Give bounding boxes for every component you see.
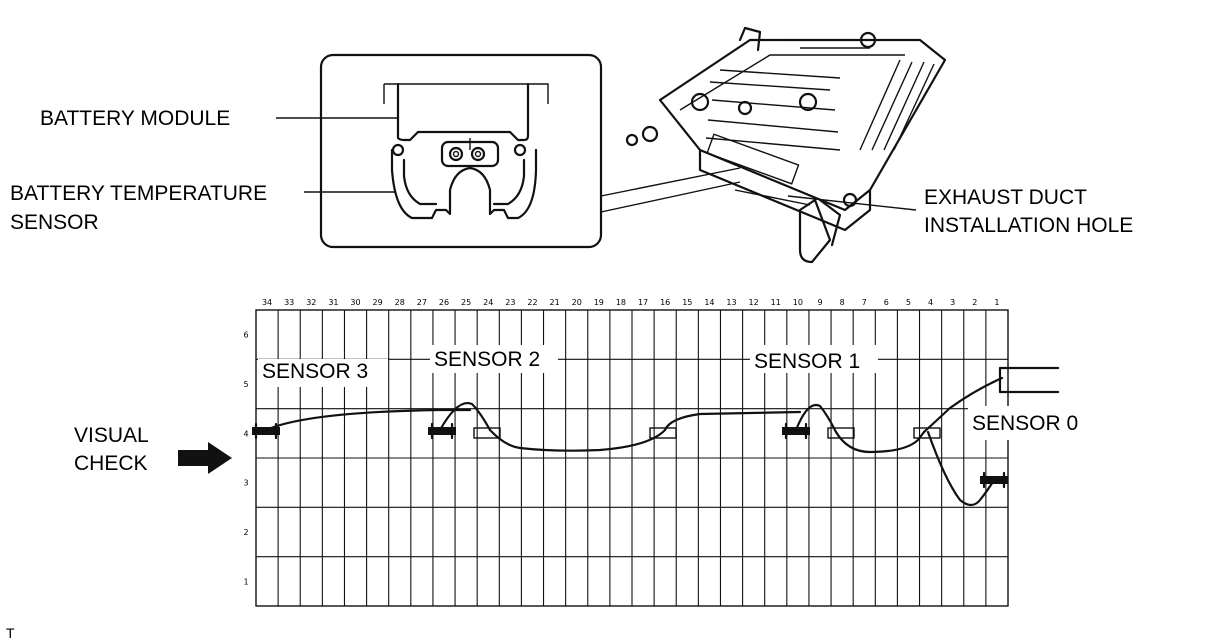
- sensor-1-clip: [782, 422, 810, 440]
- sensor-1-label: SENSOR 1: [754, 350, 860, 373]
- grid-row-label: 2: [243, 528, 248, 537]
- grid-column-label: 9: [817, 298, 822, 307]
- grid-column-label: 28: [395, 298, 405, 307]
- grid-column-label: 6: [884, 298, 889, 307]
- spacer-clip: [649, 427, 677, 439]
- sensor-clips: [252, 422, 1008, 489]
- grid-row-label: 4: [243, 429, 248, 438]
- exhaust-duct-label-line1: EXHAUST DUCT: [924, 186, 1087, 209]
- grid-column-label: 13: [726, 298, 736, 307]
- grid-column-label: 10: [793, 298, 803, 307]
- exhaust-duct-label-line2: INSTALLATION HOLE: [924, 214, 1133, 237]
- grid-column-label: 3: [950, 298, 955, 307]
- grid-column-label: 25: [461, 298, 471, 307]
- sensor-grid: [255, 309, 1009, 607]
- grid-column-label: 32: [306, 298, 316, 307]
- grid-column-label: 20: [572, 298, 582, 307]
- sensor-3-label: SENSOR 3: [262, 360, 368, 383]
- top-labels: BATTERY MODULE BATTERY TEMPERATURE SENSO…: [10, 107, 1133, 237]
- battery-module-label: BATTERY MODULE: [40, 107, 230, 130]
- sensor-wire: [260, 366, 1060, 507]
- grid-column-label: 22: [527, 298, 537, 307]
- grid-column-label: 19: [594, 298, 604, 307]
- grid-column-label: 4: [928, 298, 933, 307]
- arrow-right-icon: [178, 442, 232, 474]
- grid-column-label: 27: [417, 298, 427, 307]
- spacer-clip: [827, 427, 855, 439]
- sensor-labels: SENSOR 3 SENSOR 2 SENSOR 1 SENSOR 0: [262, 348, 1078, 435]
- temperature-sensor-label-line2: SENSOR: [10, 211, 99, 234]
- visual-check-label-line2: CHECK: [74, 452, 148, 475]
- grid-column-label: 1: [994, 298, 999, 307]
- grid-column-label: 11: [771, 298, 781, 307]
- detail-inset: [319, 53, 603, 249]
- spacer-clip: [473, 427, 501, 439]
- grid-row-label: 6: [243, 331, 248, 340]
- temperature-sensor-shape: [390, 148, 538, 220]
- grid-row-label: 5: [243, 380, 248, 389]
- grid-column-label: 33: [284, 298, 294, 307]
- sensor-0-clip: [980, 471, 1008, 489]
- grid-column-label: 29: [373, 298, 383, 307]
- grid-column-label: 7: [862, 298, 867, 307]
- grid-column-label: 15: [682, 298, 692, 307]
- inset-callout: [600, 167, 741, 213]
- grid-column-label: 30: [350, 298, 360, 307]
- sensor-2-clip: [428, 422, 456, 440]
- grid-row-label: 3: [243, 479, 248, 488]
- grid-row-label: 1: [243, 577, 248, 586]
- temperature-sensor-label-line1: BATTERY TEMPERATURE: [10, 182, 267, 205]
- grid-column-label: 34: [262, 298, 272, 307]
- grid-column-label: 31: [328, 298, 338, 307]
- corner-mark: T: [6, 625, 15, 641]
- grid-column-label: 21: [549, 298, 559, 307]
- grid-column-label: 2: [972, 298, 977, 307]
- sensor-3-clip: [252, 422, 280, 440]
- grid-column-label: 12: [749, 298, 759, 307]
- visual-check: VISUAL CHECK: [74, 424, 232, 475]
- sensor-0-label: SENSOR 0: [972, 412, 1078, 435]
- grid-column-label: 18: [616, 298, 626, 307]
- grid-column-label: 14: [704, 298, 714, 307]
- grid-row-labels: 6 5 4 3 2 1: [243, 331, 248, 587]
- sensor-2-label: SENSOR 2: [434, 348, 540, 371]
- grid-column-label: 24: [483, 298, 493, 307]
- grid-column-label: 23: [505, 298, 515, 307]
- grid-column-label: 26: [439, 298, 449, 307]
- grid-column-label: 16: [660, 298, 670, 307]
- battery-pack-illustration: [625, 26, 947, 264]
- grid-column-label: 17: [638, 298, 648, 307]
- grid-column-label: 8: [840, 298, 845, 307]
- spacer-clip: [913, 427, 941, 439]
- visual-check-label-line1: VISUAL: [74, 424, 149, 447]
- grid-column-label: 5: [906, 298, 911, 307]
